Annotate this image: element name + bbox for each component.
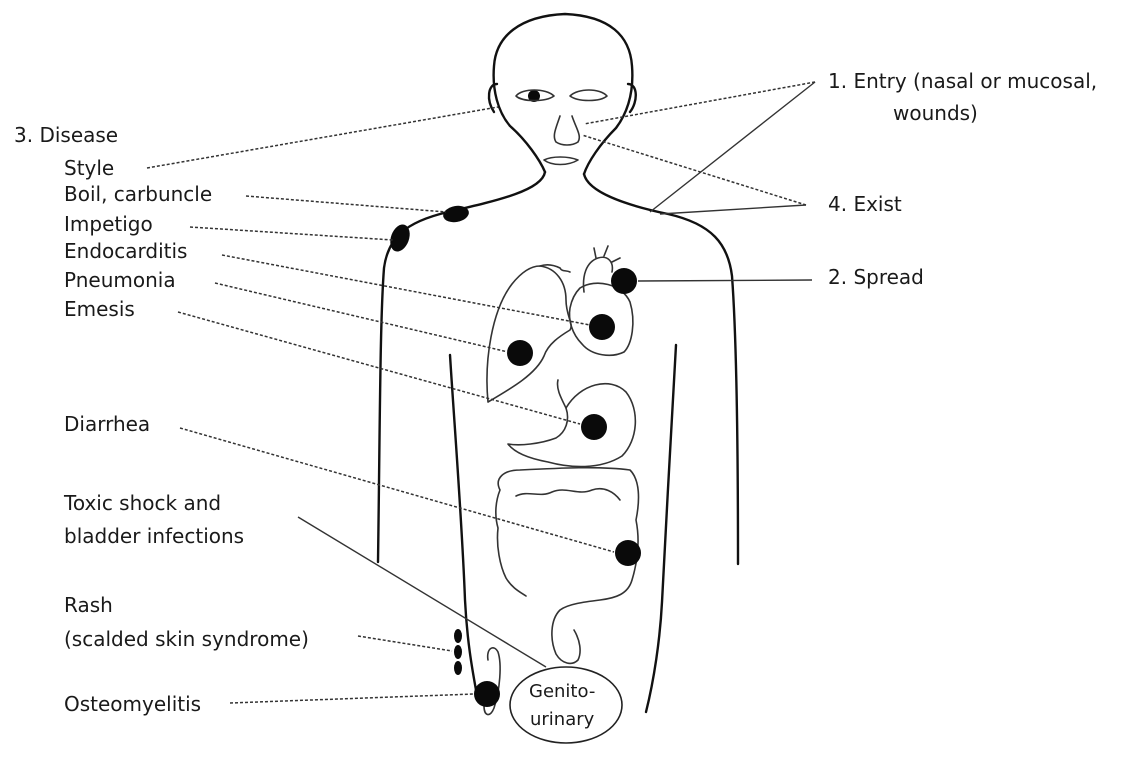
head-outline — [494, 14, 633, 174]
entry-label-line1: 1. Entry (nasal or mucosal, — [828, 68, 1097, 94]
diarrhea-site — [615, 540, 641, 566]
endocarditis-site — [589, 314, 615, 340]
emesis-label: Emesis — [64, 296, 135, 322]
leader-boil — [246, 196, 446, 212]
exist-label: 4. Exist — [828, 191, 902, 217]
rash-site-2 — [454, 645, 462, 659]
leader-impetigo — [190, 227, 393, 240]
infection-sites — [387, 204, 641, 707]
right-inner-arm — [646, 345, 676, 712]
esophagus-outline — [557, 380, 566, 408]
diarrhea-label: Diarrhea — [64, 411, 150, 437]
style-label: Style — [64, 155, 114, 181]
leader-exist-neck — [660, 205, 806, 214]
rash-site-3 — [454, 661, 462, 675]
left-inner-arm — [450, 355, 476, 690]
impetigo-label: Impetigo — [64, 211, 153, 237]
leader-diarrhea — [180, 428, 614, 552]
rash-label-line1: Rash — [64, 592, 113, 618]
spread-site — [611, 268, 637, 294]
entry-label-line2: wounds) — [893, 100, 978, 126]
trachea-outline — [540, 265, 570, 272]
genito-label-line2: urinary — [530, 707, 594, 733]
leader-entry-neck — [650, 82, 815, 212]
endocarditis-label: Endocarditis — [64, 238, 187, 264]
leader-rash — [358, 636, 452, 651]
rash-site-1 — [454, 629, 462, 643]
leader-exist-nose — [582, 135, 806, 205]
leader-endocarditis — [222, 255, 590, 325]
leader-style — [147, 107, 498, 168]
mouth-outline — [544, 157, 578, 165]
rash-label-line2: (scalded skin syndrome) — [64, 626, 309, 652]
pneumonia-label: Pneumonia — [64, 267, 176, 293]
emesis-site — [581, 414, 607, 440]
small-intestine-outline — [516, 489, 620, 500]
leader-toxic-shock — [298, 517, 546, 667]
right-torso-outline — [584, 174, 738, 564]
lung-outline — [487, 266, 571, 402]
stomach-outline — [508, 384, 635, 467]
spread-label: 2. Spread — [828, 264, 924, 290]
boil-label: Boil, carbuncle — [64, 181, 212, 207]
leader-pneumonia — [215, 283, 508, 352]
leader-entry-nose — [584, 82, 815, 124]
leader-osteomyelitis — [230, 694, 474, 703]
disease-header-label: 3. Disease — [14, 122, 118, 148]
face — [516, 90, 607, 165]
body-outline — [378, 14, 738, 712]
leader-spread — [638, 280, 812, 281]
right-eye-outline — [570, 90, 607, 101]
leader-lines — [147, 82, 815, 703]
toxic-shock-label-line1: Toxic shock and — [64, 490, 221, 516]
osteomyelitis-label: Osteomyelitis — [64, 691, 201, 717]
nose-outline — [554, 116, 579, 145]
toxic-shock-label-line2: bladder infections — [64, 523, 244, 549]
pneumonia-site — [507, 340, 533, 366]
genito-label-line1: Genito- — [529, 679, 595, 705]
osteomyelitis-site — [474, 681, 500, 707]
